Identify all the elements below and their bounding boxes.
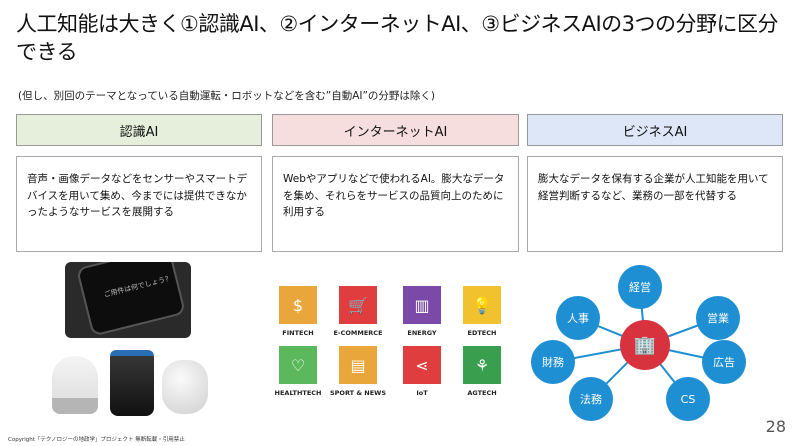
tile-label: IoT bbox=[416, 389, 428, 397]
category-label: ビジネスAI bbox=[622, 124, 688, 140]
business-node: 財務 bbox=[531, 340, 575, 384]
copyright-text: Copyright「テクノロジーの地政学」プロジェクト 無断転載・引用禁止 bbox=[8, 437, 185, 443]
tile-label: E-COMMERCE bbox=[333, 329, 383, 337]
heart-icon: ♡ bbox=[279, 346, 317, 384]
tile-label: HEALTHTECH bbox=[274, 389, 322, 397]
smart-speaker-light-ring bbox=[110, 350, 154, 356]
category-recognition-ai: 認識AI bbox=[16, 114, 262, 146]
business-node: 人事 bbox=[556, 296, 600, 340]
company-hub-icon: 🏢 bbox=[620, 320, 670, 370]
business-node: 経営 bbox=[618, 265, 662, 309]
smart-speaker-base bbox=[52, 398, 98, 414]
description-business-ai: 膨大なデータを保有する企業が人工知能を用いて経営判断するなど、業務の一部を代替す… bbox=[527, 156, 783, 252]
category-label: インターネットAI bbox=[343, 124, 448, 140]
tile-label: AGTECH bbox=[467, 389, 497, 397]
business-node: 法務 bbox=[569, 377, 613, 421]
coin-icon: $ bbox=[279, 286, 317, 324]
business-node: 営業 bbox=[696, 296, 740, 340]
description-recognition-ai: 音声・画像データなどをセンサーやスマートデバイスを用いて集め、今までには提供でき… bbox=[16, 156, 262, 252]
building-icon: ▥ bbox=[403, 286, 441, 324]
business-node: CS bbox=[666, 377, 710, 421]
smart-speaker-round bbox=[162, 360, 208, 414]
tile-label: EDTECH bbox=[467, 329, 497, 337]
category-internet-ai: インターネットAI bbox=[272, 114, 519, 146]
description-internet-ai: Webやアプリなどで使われるAI。膨大なデータを集め、それらをサービスの品質向上… bbox=[272, 156, 519, 252]
cart-icon: 🛒 bbox=[339, 286, 377, 324]
plant-icon: ⚘ bbox=[463, 346, 501, 384]
category-label: 認識AI bbox=[119, 124, 159, 140]
smart-speaker-black bbox=[110, 350, 154, 416]
tile-label: SPORT & NEWS bbox=[329, 389, 387, 397]
slide-note: (但し、別回のテーマとなっている自動運転・ロボットなどを含む”自動AI”の分野は… bbox=[18, 90, 436, 102]
page-number: 28 bbox=[765, 417, 786, 436]
bulb-icon: 💡 bbox=[463, 286, 501, 324]
category-business-ai: ビジネスAI bbox=[527, 114, 783, 146]
smartphone-image: ご用件は何でしょう? bbox=[65, 262, 191, 338]
news-icon: ▤ bbox=[339, 346, 377, 384]
tile-label: ENERGY bbox=[407, 329, 437, 337]
tile-label: FINTECH bbox=[282, 329, 314, 337]
slide-title: 人工知能は大きく①認識AI、②インターネットAI、③ビジネスAIの3つの分野に区… bbox=[16, 12, 779, 64]
business-node: 広告 bbox=[702, 340, 746, 384]
share-icon: ⋖ bbox=[403, 346, 441, 384]
